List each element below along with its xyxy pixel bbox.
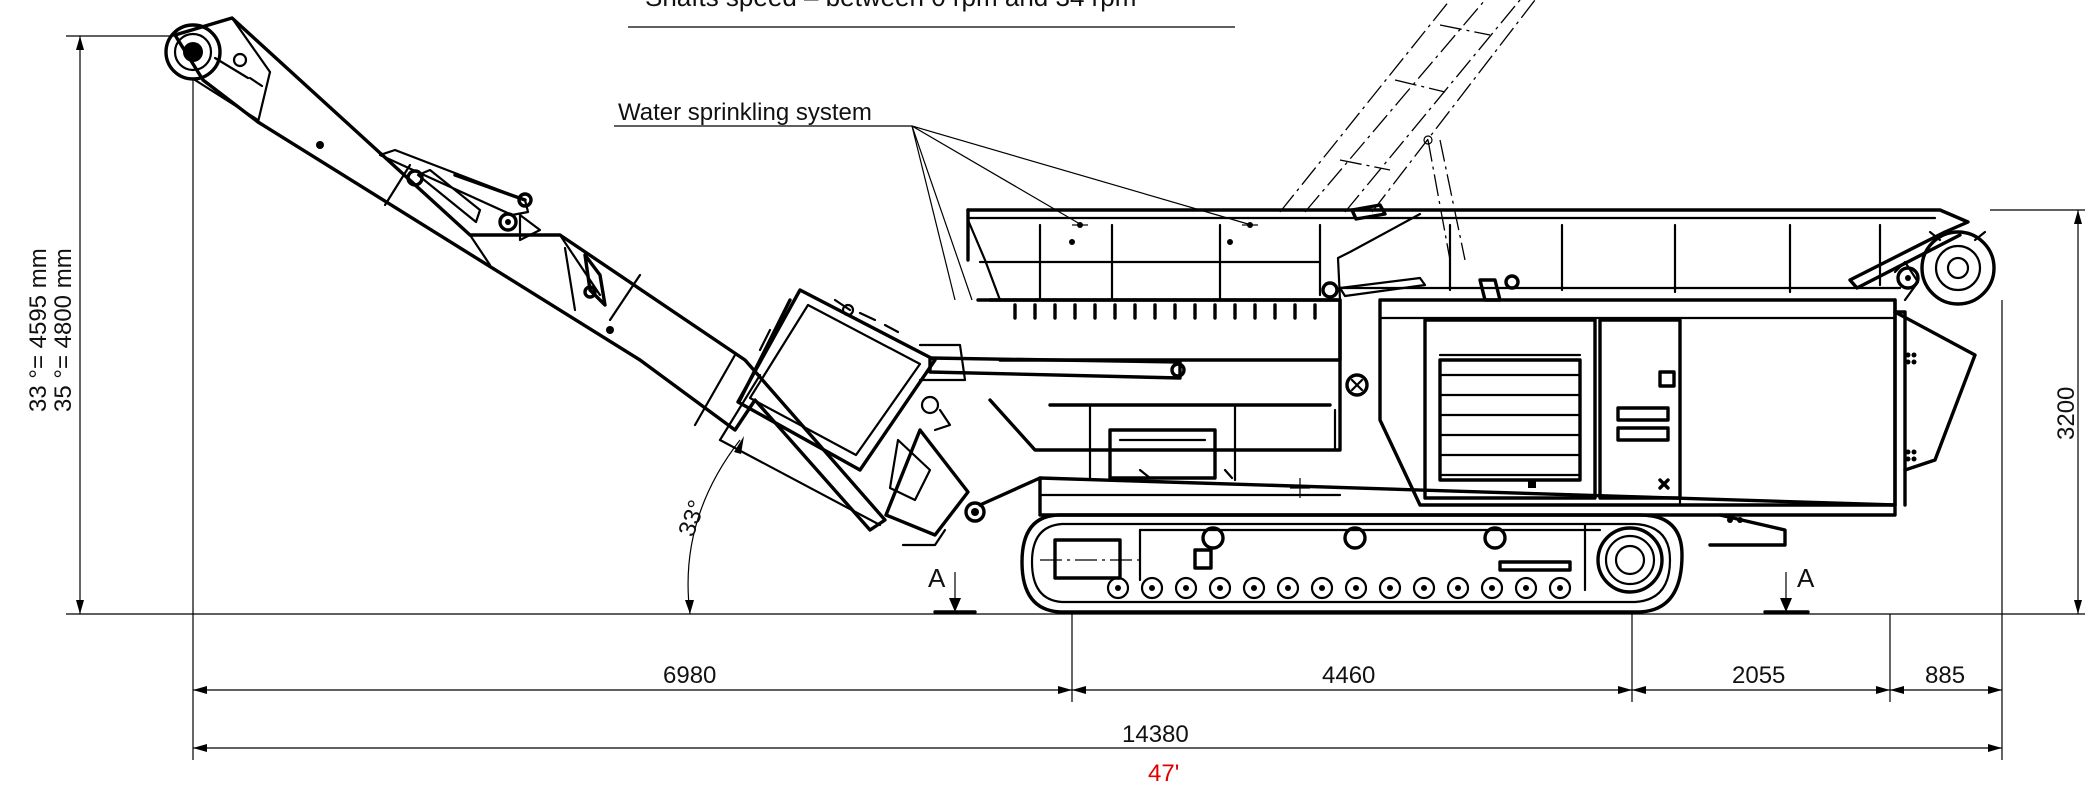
raised-conveyor-phantom xyxy=(1279,0,1536,261)
height-label-35: 35 °= 4800 mm xyxy=(50,248,77,412)
svg-text:A: A xyxy=(928,563,946,593)
tail-pulley xyxy=(1920,230,1996,306)
shafts-speed-note: Shafts speed – between 0 rpm and 34 rpm xyxy=(645,0,1136,12)
discharge-conveyor xyxy=(164,16,887,532)
dim-47ft: 47' xyxy=(1148,760,1179,787)
water-sprinkling-label: Water sprinkling system xyxy=(618,99,872,126)
angle-dimension: 33° xyxy=(673,436,744,615)
dim-2055: 2055 xyxy=(1732,662,1785,689)
crawler-track xyxy=(1020,513,1684,614)
section-marker-left: A xyxy=(928,563,977,614)
height-dimension-right: 3200 xyxy=(1990,209,2085,614)
dim-885: 885 xyxy=(1925,662,1965,689)
svg-text:A: A xyxy=(1797,563,1815,593)
section-marker-right: A xyxy=(1763,563,1815,614)
angle-label: 33° xyxy=(673,497,711,540)
dim-14380: 14380 xyxy=(1122,721,1189,748)
horizontal-dimensions: 6980 4460 2055 885 14380 47' xyxy=(192,80,2003,787)
height-dimension-left: 33 °= 4595 mm 35 °= 4800 mm xyxy=(25,35,175,614)
height-label-33: 33 °= 4595 mm xyxy=(25,248,52,412)
dim-6980: 6980 xyxy=(663,662,716,689)
head-pulley xyxy=(164,23,222,81)
dim-4460: 4460 xyxy=(1322,662,1375,689)
crusher-box xyxy=(736,288,986,547)
water-leader-lines xyxy=(911,125,1249,301)
height-label-3200: 3200 xyxy=(2053,387,2080,440)
chassis xyxy=(918,208,1996,547)
